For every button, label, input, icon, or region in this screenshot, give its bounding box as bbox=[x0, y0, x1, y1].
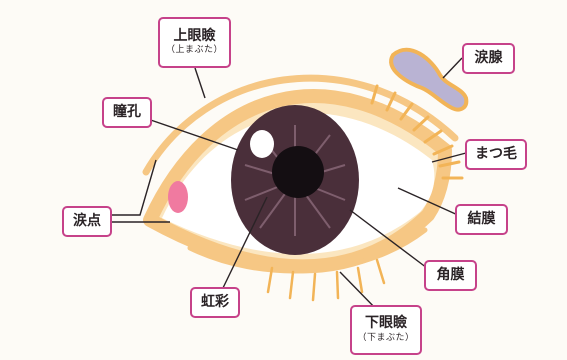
eye-highlight bbox=[250, 130, 274, 158]
conjunctiva-text: 結膜 bbox=[468, 212, 496, 227]
label-lacrimal-punctum: 涙点 bbox=[62, 206, 112, 237]
label-eyelashes: まつ毛 bbox=[465, 139, 527, 170]
lacrimal-gland-text: 涙腺 bbox=[475, 51, 503, 66]
label-upper-eyelid: 上眼瞼 （上まぶた） bbox=[158, 17, 231, 68]
upper-eyelid-reading: （上まぶた） bbox=[166, 46, 223, 56]
label-pupil: 瞳孔 bbox=[102, 97, 152, 128]
label-cornea: 角膜 bbox=[424, 260, 477, 291]
label-iris: 虹彩 bbox=[190, 287, 240, 318]
label-lacrimal-gland: 涙腺 bbox=[462, 43, 515, 74]
upper-eyelid-text: 上眼瞼 bbox=[174, 29, 216, 44]
lower-eyelid-text: 下眼瞼 bbox=[365, 316, 407, 331]
iris-text: 虹彩 bbox=[201, 295, 229, 310]
pupil-text: 瞳孔 bbox=[113, 105, 141, 120]
eyelashes-text: まつ毛 bbox=[475, 147, 517, 162]
label-conjunctiva: 結膜 bbox=[455, 204, 508, 235]
pupil-shape bbox=[272, 146, 324, 198]
label-lower-eyelid: 下眼瞼 （下まぶた） bbox=[350, 305, 422, 355]
lacrimal-caruncle bbox=[168, 181, 188, 213]
lacrimal-punctum-text: 涙点 bbox=[73, 214, 101, 229]
cornea-text: 角膜 bbox=[437, 268, 465, 283]
lower-eyelid-reading: （下まぶた） bbox=[357, 334, 414, 344]
